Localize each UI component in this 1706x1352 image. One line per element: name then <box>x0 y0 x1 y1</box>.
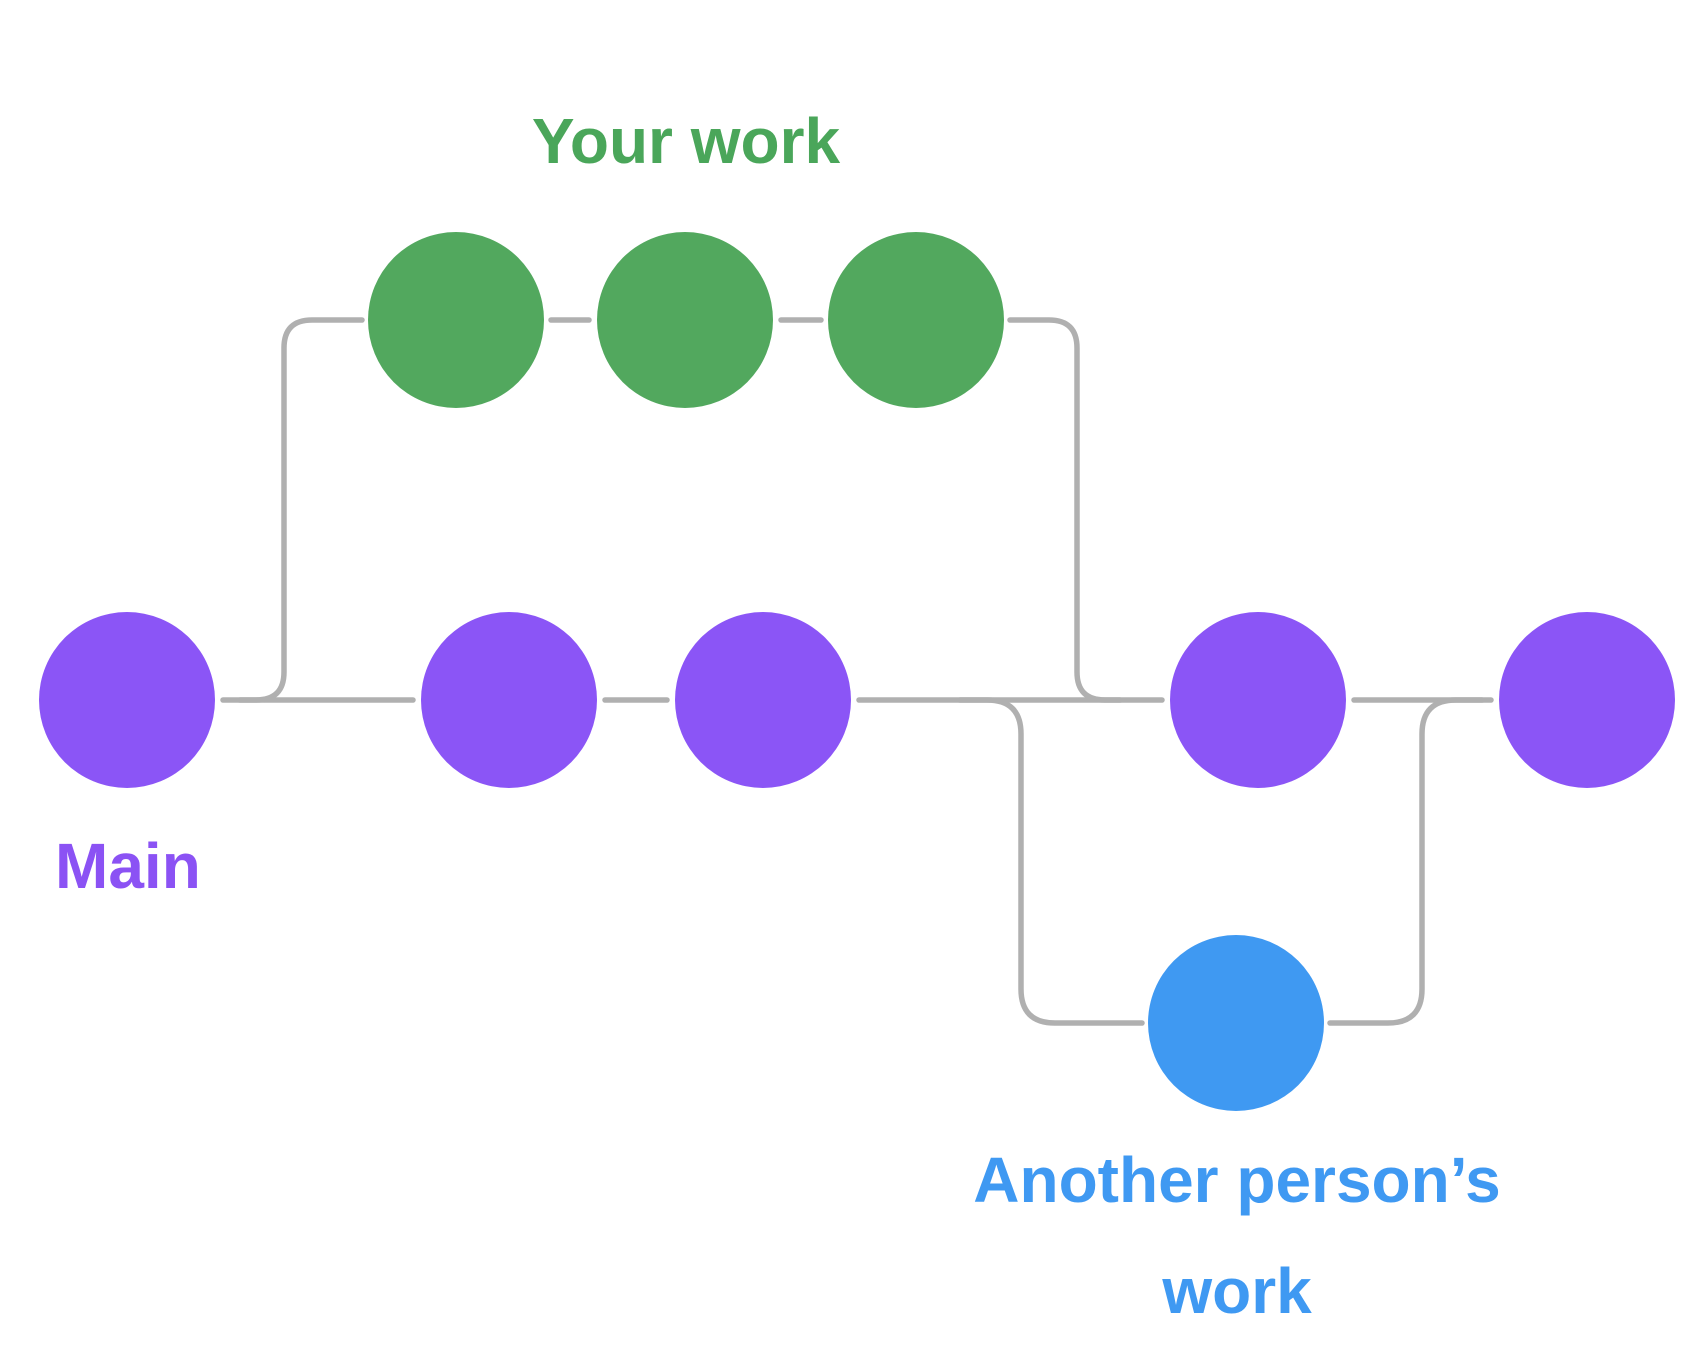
your-work-label: Your work <box>532 105 841 177</box>
another-person-merge-in-line <box>1327 697 1485 1026</box>
commit-node-your-work-3 <box>828 232 1004 408</box>
your-work-branch-out-line <box>237 317 365 703</box>
commit-node-main-2 <box>421 612 597 788</box>
commit-node-main-1 <box>39 612 215 788</box>
another-person-label-line2: work <box>1161 1255 1312 1327</box>
commit-node-main-5 <box>1499 612 1675 788</box>
commit-node-your-work-1 <box>368 232 544 408</box>
another-person-branch-nodes <box>1148 935 1324 1111</box>
another-person-branch-out-line <box>957 697 1145 1026</box>
commit-node-main-3 <box>675 612 851 788</box>
your-work-merge-in-line <box>1007 317 1123 703</box>
commit-node-another-person-1 <box>1148 935 1324 1111</box>
main-label: Main <box>55 830 201 902</box>
connector-lines <box>220 317 1494 1026</box>
commit-node-main-4 <box>1170 612 1346 788</box>
commit-node-your-work-2 <box>597 232 773 408</box>
main-branch-nodes <box>39 612 1675 788</box>
your-work-branch-nodes <box>368 232 1004 408</box>
another-person-label-line1: Another person’s <box>973 1144 1500 1216</box>
